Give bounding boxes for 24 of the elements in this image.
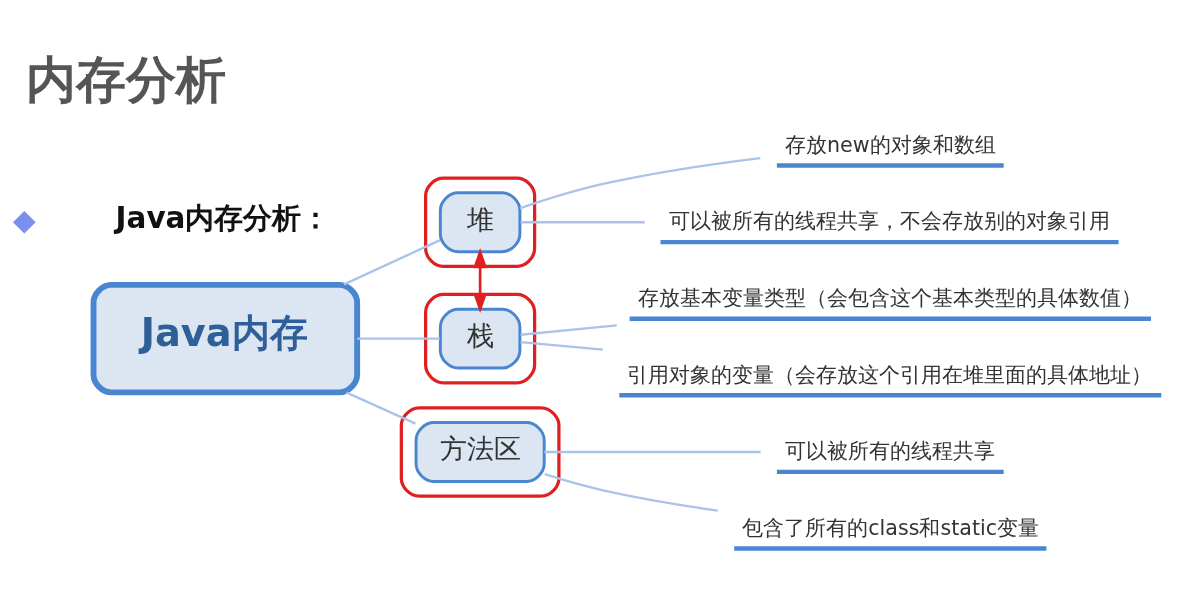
connector xyxy=(345,391,416,425)
diagram-title: 内存分析 xyxy=(25,51,226,110)
connector xyxy=(544,450,761,454)
node-text: 存放new的对象和数组 xyxy=(784,132,996,157)
node-box: 栈 xyxy=(438,307,522,370)
connector xyxy=(520,340,603,351)
node-text: 包含了所有的class和static变量 xyxy=(742,515,1040,540)
node-text: 可以被所有的线程共享，不会存放别的对象引用 xyxy=(668,209,1110,234)
node-box: 堆 xyxy=(438,191,522,254)
cluster xyxy=(399,406,561,498)
connector xyxy=(544,473,718,512)
connector xyxy=(520,324,617,336)
node-box: Java内存 xyxy=(90,281,361,396)
node-diamond xyxy=(12,210,36,234)
connector xyxy=(343,239,441,286)
connector xyxy=(520,221,645,224)
node-text: 存放基本变量类型（会包含这个基本类型的具体数值） xyxy=(637,286,1142,311)
arrow xyxy=(473,248,488,314)
node-text: 可以被所有的线程共享 xyxy=(784,439,995,464)
connector xyxy=(357,337,440,340)
connector xyxy=(519,156,761,210)
label: Java内存分析： xyxy=(115,201,331,236)
node-box: 方法区 xyxy=(414,421,546,483)
node-text: 引用对象的变量（会存放这个引用在堆里面的具体地址） xyxy=(627,362,1153,387)
